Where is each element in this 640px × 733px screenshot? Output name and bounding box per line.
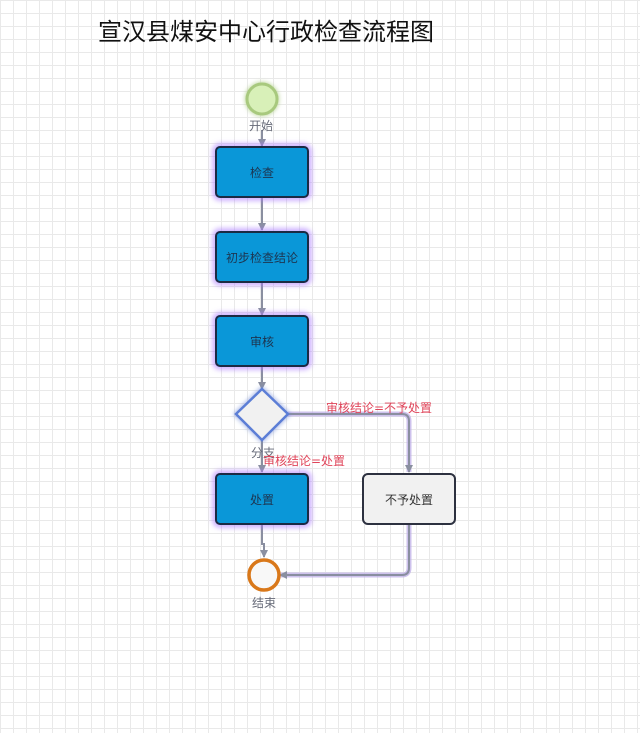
review-task-label: 审核 [249, 334, 274, 349]
condition-no-handle-label: 审核结论=不予处置 [326, 401, 433, 415]
start-event-circle[interactable] [245, 82, 279, 116]
branch-gateway-diamond[interactable] [234, 387, 290, 442]
connector-handle-end [260, 525, 268, 558]
page-title: 宣汉县煤安中心行政检查流程图 [98, 18, 434, 46]
review-task[interactable]: 审核 [215, 315, 309, 367]
start-label: 开始 [249, 119, 274, 133]
handle-task[interactable]: 处置 [215, 473, 309, 525]
condition-handle-label: 审核结论=处置 [263, 454, 346, 468]
handle-task-label: 处置 [249, 492, 274, 507]
inspect-task-label: 检查 [249, 165, 274, 180]
no-handle-task[interactable]: 不予处置 [362, 473, 456, 525]
end-label: 结束 [252, 596, 277, 610]
preliminary-conclusion-task[interactable]: 初步检查结论 [215, 231, 309, 283]
end-event-circle[interactable] [247, 558, 281, 592]
preliminary-conclusion-label: 初步检查结论 [225, 250, 298, 265]
connector-no-handle-end [280, 525, 412, 578]
branch-label: 分支 [251, 446, 276, 460]
inspect-task[interactable]: 检查 [215, 146, 309, 198]
no-handle-task-label: 不予处置 [384, 492, 433, 507]
